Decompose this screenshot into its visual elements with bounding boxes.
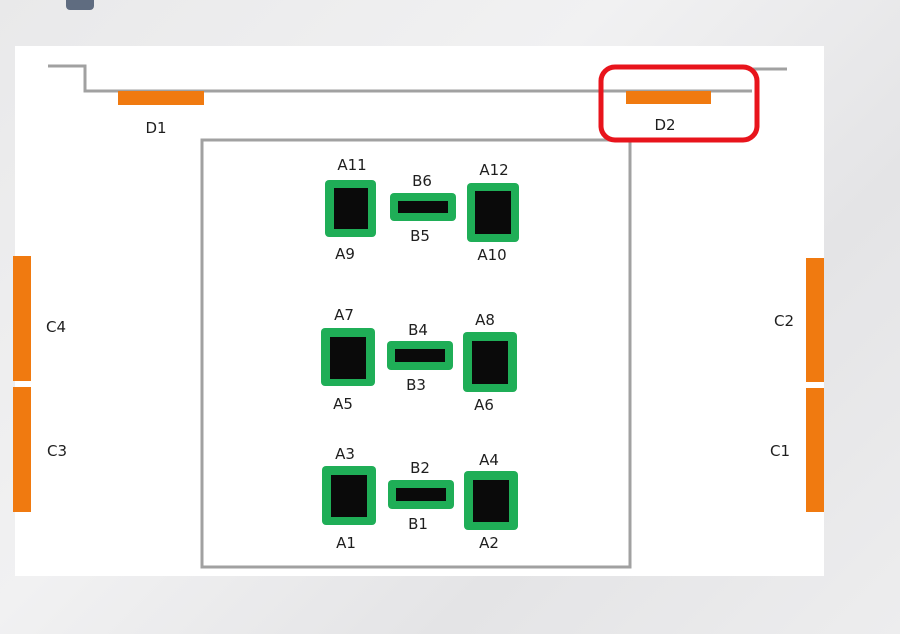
seat-b6-b5-inner: [398, 201, 448, 213]
label-a2: A2: [479, 534, 499, 552]
seat-a12-a10-inner: [475, 191, 511, 234]
window-tab: [66, 0, 94, 10]
label-b3: B3: [406, 376, 426, 394]
label-c1: C1: [770, 442, 790, 460]
panel-c1[interactable]: [806, 388, 824, 512]
label-d2: D2: [654, 116, 675, 134]
label-a7: A7: [334, 306, 354, 324]
label-a1: A1: [336, 534, 356, 552]
label-b6: B6: [412, 172, 432, 190]
label-c4: C4: [46, 318, 66, 336]
panel-c3[interactable]: [13, 387, 31, 512]
door-d1[interactable]: [118, 91, 204, 105]
top-wall: [48, 64, 752, 93]
label-a8: A8: [475, 311, 495, 329]
label-a12: A12: [479, 161, 508, 179]
seat-a4-a2-inner: [473, 480, 509, 522]
label-a6: A6: [474, 396, 494, 414]
label-c3: C3: [47, 442, 67, 460]
seat-b4-b3-inner: [395, 349, 445, 362]
label-b1: B1: [408, 515, 428, 533]
label-a9: A9: [335, 245, 355, 263]
label-a5: A5: [333, 395, 353, 413]
label-b2: B2: [410, 459, 430, 477]
highlight-d2: [598, 64, 760, 143]
label-a3: A3: [335, 445, 355, 463]
seat-a11-a9-inner: [334, 188, 368, 229]
seat-b2-b1-inner: [396, 488, 446, 501]
label-a11: A11: [337, 156, 366, 174]
seat-a3-a1-inner: [331, 475, 367, 517]
label-d1: D1: [145, 119, 166, 137]
label-a4: A4: [479, 451, 499, 469]
panel-c4[interactable]: [13, 256, 31, 381]
panel-c2[interactable]: [806, 258, 824, 382]
label-c2: C2: [774, 312, 794, 330]
label-a10: A10: [477, 246, 506, 264]
seat-a7-a5-inner: [330, 337, 366, 379]
label-b4: B4: [408, 321, 428, 339]
inner-room: [200, 138, 632, 569]
label-b5: B5: [410, 227, 430, 245]
seat-a8-a6-inner: [472, 341, 508, 384]
door-d2[interactable]: [626, 91, 711, 104]
